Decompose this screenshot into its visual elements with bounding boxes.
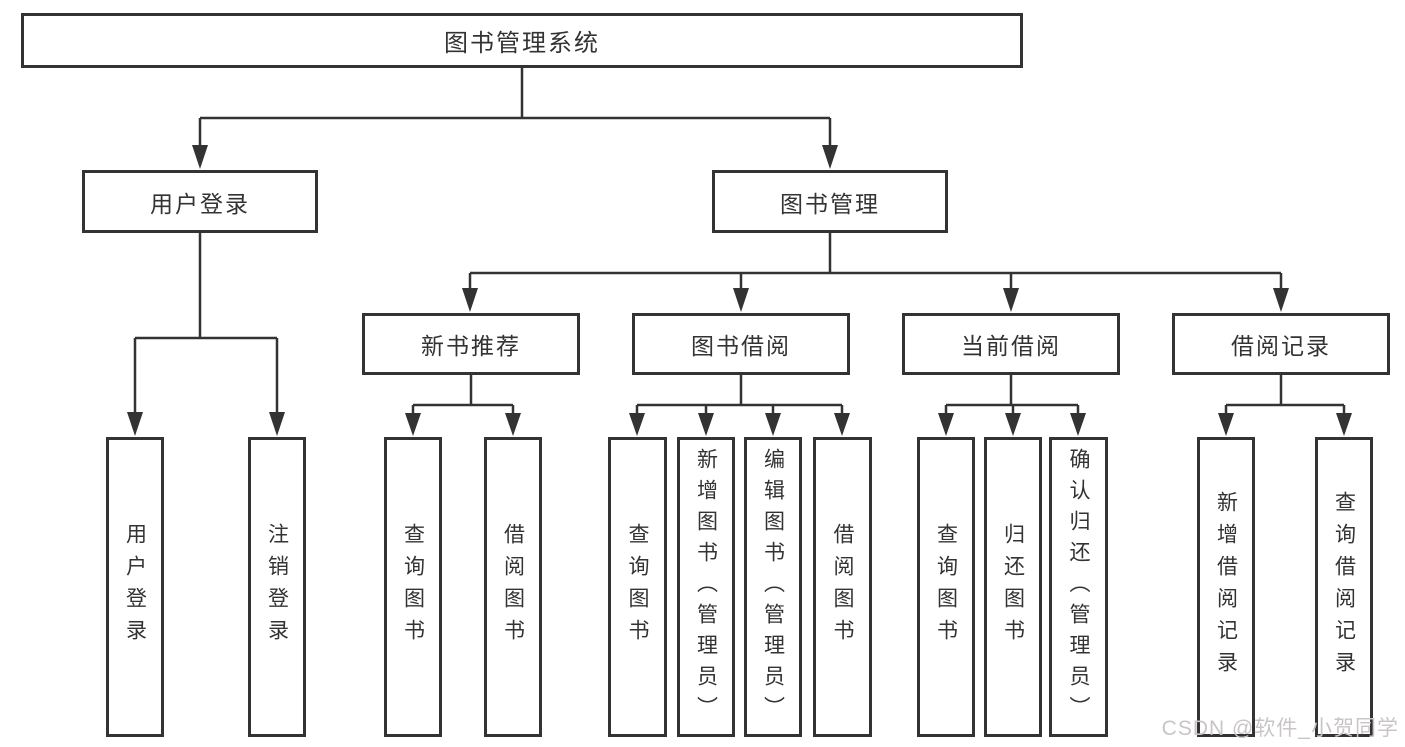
leaf-label: 借阅图书 (831, 523, 854, 651)
node-book-management: 图书管理 (712, 170, 948, 233)
leaf-borrow-books-recommend: 借阅图书 (484, 437, 542, 737)
leaf-label: 编辑图书（管理员） (761, 447, 785, 727)
leaf-add-borrow-record: 新增借阅记录 (1197, 437, 1255, 737)
leaf-label: 新增图书（管理员） (694, 447, 718, 727)
leaf-query-books-borrow: 查询图书 (608, 437, 667, 737)
leaf-label: 新增借阅记录 (1214, 491, 1238, 683)
leaf-label: 查询图书 (626, 523, 649, 651)
node-user-login: 用户登录 (82, 170, 318, 233)
node-label: 图书管理 (780, 190, 880, 217)
node-new-book-recommend: 新书推荐 (362, 313, 580, 375)
leaf-label: 借阅图书 (501, 523, 525, 651)
leaf-label: 注销登录 (265, 523, 289, 651)
leaf-label: 查询图书 (934, 523, 958, 651)
node-borrow-records: 借阅记录 (1172, 313, 1390, 375)
node-library-management-system: 图书管理系统 (21, 13, 1023, 68)
leaf-label: 确认归还（管理员） (1067, 447, 1090, 727)
leaf-label: 用户登录 (123, 523, 147, 651)
leaf-return-books: 归还图书 (984, 437, 1042, 737)
leaf-query-borrow-record: 查询借阅记录 (1315, 437, 1373, 737)
node-label: 新书推荐 (421, 333, 521, 359)
node-label: 借阅记录 (1231, 333, 1331, 359)
leaf-add-book-admin: 新增图书（管理员） (677, 437, 735, 737)
leaf-label: 查询借阅记录 (1332, 491, 1356, 683)
node-label: 当前借阅 (961, 333, 1061, 359)
leaf-borrow-books: 借阅图书 (813, 437, 872, 737)
leaf-label: 查询图书 (401, 523, 425, 651)
node-label: 用户登录 (150, 190, 250, 217)
leaf-user-login: 用户登录 (106, 437, 164, 737)
leaf-label: 归还图书 (1001, 523, 1025, 651)
node-label: 图书管理系统 (444, 30, 600, 57)
leaf-edit-book-admin: 编辑图书（管理员） (744, 437, 802, 737)
node-label: 图书借阅 (691, 333, 791, 359)
leaf-confirm-return-admin: 确认归还（管理员） (1049, 437, 1108, 737)
node-book-borrow: 图书借阅 (632, 313, 850, 375)
leaf-logout: 注销登录 (248, 437, 306, 737)
node-current-borrow: 当前借阅 (902, 313, 1120, 375)
leaf-query-books-recommend: 查询图书 (384, 437, 442, 737)
leaf-query-books-current: 查询图书 (917, 437, 975, 737)
